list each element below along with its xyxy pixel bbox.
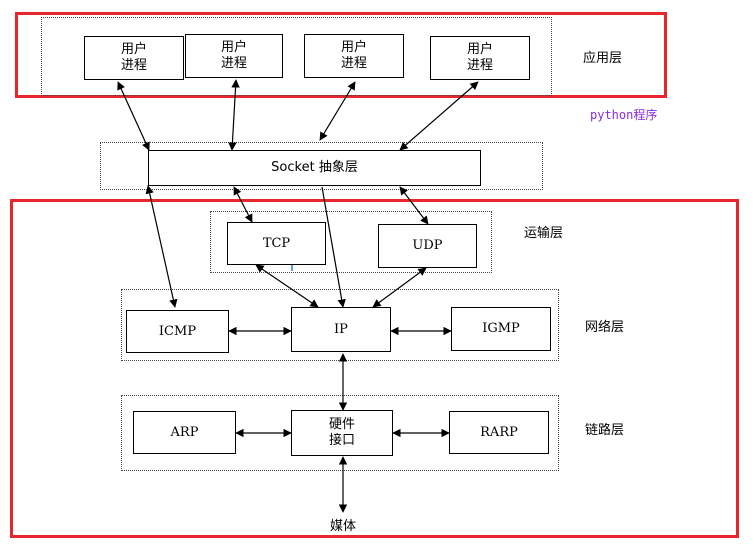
transport-layer-label: 运输层 bbox=[524, 226, 564, 241]
udp-box: UDP bbox=[378, 224, 477, 268]
arrow-user2-socket bbox=[228, 79, 240, 151]
media-label: 媒体 bbox=[330, 519, 357, 534]
arrow-user1-socket bbox=[117, 81, 150, 151]
application-layer-group bbox=[41, 17, 552, 96]
user-process-box-3: 用户 进程 bbox=[304, 34, 404, 78]
rarp-box: RARP bbox=[449, 411, 549, 454]
arrow-user3-socket bbox=[319, 81, 356, 141]
network-layer-label: 网络层 bbox=[585, 320, 625, 335]
arrow-user4-socket bbox=[399, 81, 479, 151]
link-layer-label: 链路层 bbox=[585, 423, 625, 438]
network-stack-highlight-frame bbox=[10, 199, 739, 538]
socket-layer-group bbox=[100, 142, 543, 190]
arrow-socket-icmp bbox=[145, 185, 178, 308]
python-program-note: python程序 bbox=[590, 108, 658, 122]
socket-abstraction-box: Socket 抽象层 bbox=[148, 150, 481, 186]
arrow-tcp-ip bbox=[255, 264, 319, 308]
user-process-box-2: 用户 进程 bbox=[185, 34, 283, 78]
ip-box: IP bbox=[291, 307, 391, 352]
hardware-interface-box: 硬件 接口 bbox=[291, 410, 393, 456]
icmp-box: ICMP bbox=[126, 310, 229, 353]
arrow-socket-tcp bbox=[233, 186, 253, 223]
user-process-box-1: 用户 进程 bbox=[84, 36, 184, 80]
user-process-box-4: 用户 进程 bbox=[430, 36, 530, 80]
transport-layer-group bbox=[210, 211, 492, 273]
tcp-box: TCP bbox=[227, 222, 326, 265]
arrow-socket-ip bbox=[321, 186, 346, 308]
igmp-box: IGMP bbox=[451, 307, 551, 351]
arrow-socket-udp bbox=[399, 186, 429, 225]
application-layer-label: 应用层 bbox=[583, 51, 623, 66]
arp-box: ARP bbox=[133, 411, 236, 454]
arrow-udp-ip bbox=[372, 267, 427, 308]
